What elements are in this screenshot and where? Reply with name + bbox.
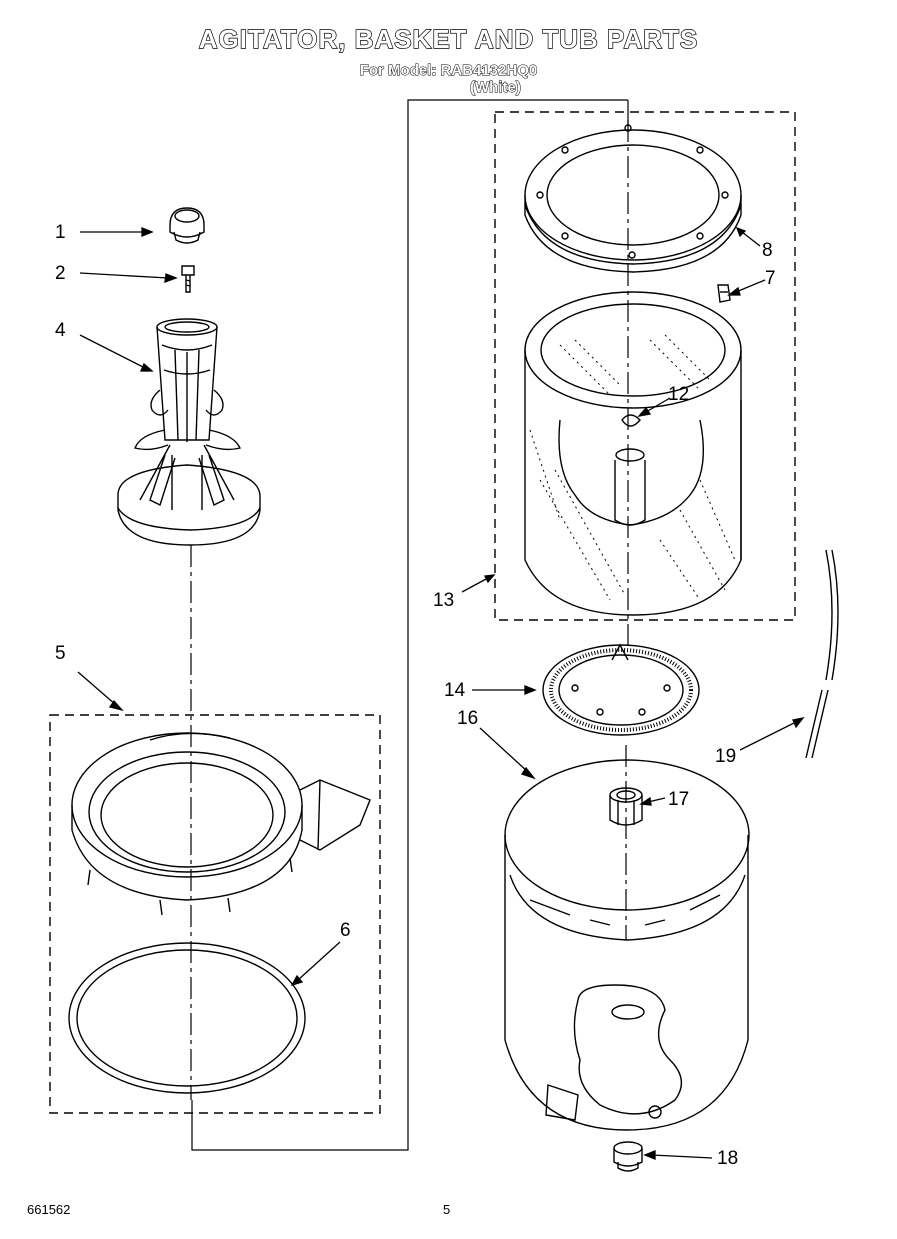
basket-clip <box>717 284 731 303</box>
callout-12: 12 <box>668 384 690 405</box>
callout-2: 2 <box>55 263 66 284</box>
callout-6: 6 <box>340 920 351 941</box>
drive-bell <box>542 643 700 736</box>
page-number: 5 <box>443 1202 451 1217</box>
leader-arrows <box>77 226 805 1160</box>
callout-16: 16 <box>457 708 479 729</box>
group-box-13 <box>494 111 796 621</box>
page-title: AGITATOR, BASKET AND TUB PARTS <box>198 23 699 54</box>
footer-code: 661562 <box>27 1202 71 1217</box>
callout-5: 5 <box>55 643 66 664</box>
callout-8: 8 <box>762 240 773 261</box>
callout-17: 17 <box>668 789 690 810</box>
drain-plug <box>613 1141 643 1172</box>
agitator <box>117 318 261 546</box>
callout-7: 7 <box>765 268 776 289</box>
callout-14: 14 <box>444 680 466 701</box>
callout-4: 4 <box>55 320 66 341</box>
color-line: (White) <box>470 79 522 97</box>
connection-lines <box>190 99 629 1151</box>
callout-18: 18 <box>717 1148 739 1169</box>
callout-13: 13 <box>433 590 455 611</box>
agitator-cap <box>169 207 205 244</box>
basket-perforations <box>529 334 736 601</box>
wash-basket <box>524 291 742 616</box>
callout-19: 19 <box>715 746 737 767</box>
group-box-5 <box>49 714 381 1114</box>
tub-seal <box>68 942 306 1094</box>
tub-ring <box>71 732 371 916</box>
model-line: For Model: RAB4132HQ0 <box>359 62 538 80</box>
outer-tub <box>504 759 750 1131</box>
callout-1: 1 <box>55 222 66 243</box>
balance-ring <box>524 124 742 273</box>
agitator-bolt <box>181 265 195 293</box>
hose <box>805 549 839 759</box>
tub-nut <box>609 787 643 826</box>
